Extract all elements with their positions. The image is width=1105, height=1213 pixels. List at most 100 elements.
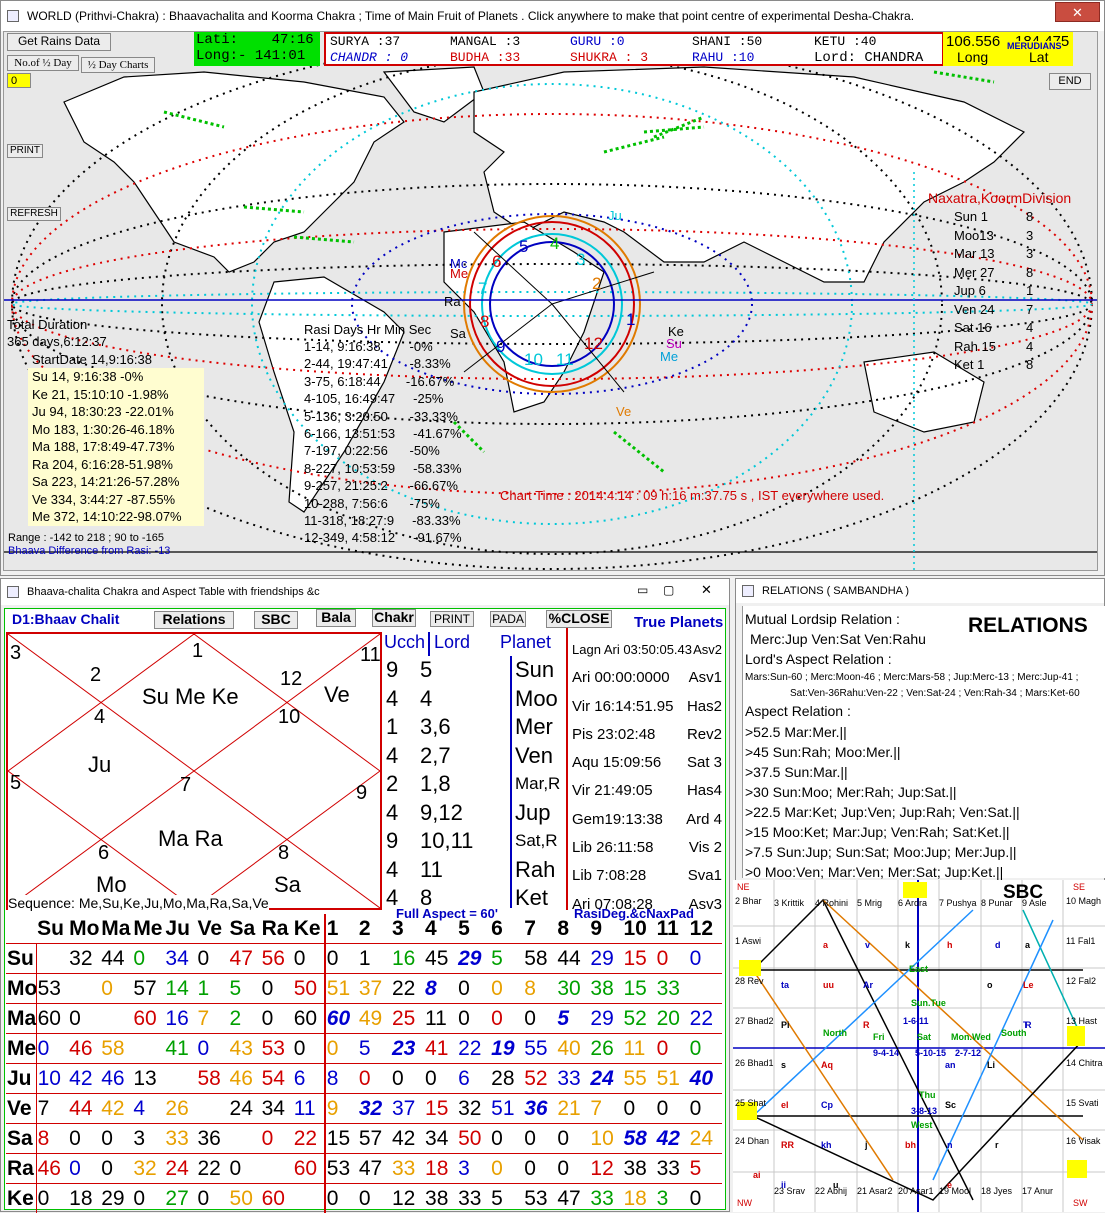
aspect-row-planet: Ra (6, 1153, 37, 1184)
rasi-cell: 33 (556, 1063, 590, 1094)
aspect-cell: 26 (164, 1093, 197, 1124)
naxatra-planet: Moo13 (954, 227, 994, 243)
naxatra-division: 3 (1026, 227, 1034, 243)
aspect-cell: 0 (35, 1183, 69, 1213)
rasi-cell: 58 (622, 1123, 656, 1154)
rasi-cell: 40 (688, 1063, 722, 1094)
rasi-col-header: 7 (524, 917, 536, 941)
rasi-cell: 18 (622, 1183, 656, 1213)
aspect-cell: 60 (292, 1153, 326, 1184)
chakr-button[interactable]: Chakr (372, 609, 416, 627)
sbc-inner-label: 1-6-11 (903, 1016, 929, 1026)
aspect-cell: 60 (292, 1003, 326, 1034)
rasi-cell: 34 (424, 1123, 458, 1154)
naxatra-planet: Ket 1 (954, 357, 985, 372)
period-row: Sa 223, 14:21:26-57.28% (32, 474, 180, 489)
rasi-cell: 52 (622, 1003, 656, 1034)
aspect-cell (292, 1183, 326, 1213)
refresh-button[interactable]: REFRESH (7, 207, 61, 221)
aspect-cell: 0 (260, 973, 293, 1004)
close-icon[interactable]: ✕ (701, 582, 712, 597)
merudians-label: MERUDIANS (1007, 41, 1062, 51)
rasi-cell: 45 (424, 943, 458, 974)
sbc-inner-label: 2-7-12 (955, 1048, 982, 1058)
rasi-cell: 0 (655, 1033, 689, 1064)
aspect-cell: 29 (100, 1183, 133, 1213)
aspect-relation-row: >37.5 Sun:Mar.|| (745, 764, 848, 780)
world-map[interactable]: 1 2 3 4 5 6 7 8 9 10 11 12 Mc Me Ra Sa K… (3, 31, 1098, 571)
sbc-letter: a (1025, 940, 1031, 950)
aspect-cell: 34 (164, 943, 197, 974)
relations-button[interactable]: Relations (154, 611, 234, 629)
house-10-planets: Ve (324, 682, 350, 707)
aspect-cell: 33 (164, 1123, 197, 1154)
rasi-cell: 32 (357, 1093, 391, 1124)
position-nax: Vis 2 (688, 839, 722, 857)
sbc-inner-label: 5-10-15 (915, 1048, 947, 1058)
aspect-cell (35, 943, 69, 974)
half-day-input[interactable]: 0 (7, 73, 31, 88)
sbc-letter: ai (753, 1170, 761, 1180)
maximize-icon[interactable]: ▢ (663, 583, 675, 597)
map-house-7: 7 (478, 279, 488, 298)
aspect-cell: 13 (132, 1063, 165, 1094)
sbc-inner-label: Fri (873, 1032, 885, 1042)
sbc-letter: Aq (821, 1060, 833, 1070)
rasi-col-header: 12 (689, 917, 713, 941)
sbc-letter: R (1025, 1020, 1032, 1030)
lord-value: 9,12 (420, 799, 463, 825)
sbc-inner-label: South (1001, 1028, 1027, 1038)
rasi-cell: 29 (457, 943, 491, 974)
start-date: StartDate 14,9:16:38 (32, 352, 152, 367)
pada-button[interactable]: PADA (490, 611, 526, 627)
planet-strip-item: BUDHA :33 (450, 50, 521, 65)
aspect-col-header: Sa (229, 917, 256, 941)
rasi-cell: 55 (523, 1033, 557, 1064)
world-window: WORLD (Prithvi-Chakra) : Bhaavachalita a… (0, 0, 1105, 576)
map-planet-ke: Ke (668, 324, 684, 339)
planet-strip-item: Lord: CHANDRA (814, 50, 924, 66)
rasi-cell: 0 (523, 1003, 557, 1034)
house-10: 10 (278, 706, 301, 728)
print-button[interactable]: PRINT (430, 611, 474, 627)
aspect-cell: 54 (260, 1063, 293, 1094)
rasi-cell: 0 (523, 1153, 557, 1184)
aspect-relation-row: >52.5 Mar:Mer.|| (745, 724, 847, 740)
half-day-charts-button[interactable]: ½ Day Charts (81, 57, 155, 73)
range-text: Range : -142 to 218 ; 90 to -165 (8, 532, 164, 544)
naxatra-division: 3 (1026, 246, 1034, 261)
sbc-letter: Pi (781, 1020, 790, 1030)
aspect-col-header: Ma (101, 917, 131, 941)
aspect-cell: 0 (132, 943, 165, 974)
lord-value: 1,8 (420, 771, 451, 796)
rasi-cell: 0 (490, 1123, 524, 1154)
aspect-cell: 24 (228, 1093, 261, 1124)
aspect-cell: 7 (35, 1093, 69, 1124)
position-nax: Sva1 (687, 867, 722, 885)
get-rains-button[interactable]: Get Rains Data (7, 33, 111, 51)
aspect-col-header: Ke (292, 914, 326, 944)
sbc-button[interactable]: SBC (254, 611, 298, 629)
rasi-col-header: 11 (656, 917, 679, 941)
sbc-inner-label: North (823, 1028, 847, 1038)
minimize-icon[interactable]: ▭ (637, 583, 649, 597)
close-button[interactable]: ✕ (1055, 2, 1100, 22)
sbc-letter: Sc (945, 1100, 957, 1110)
aspect-cell: 0 (68, 1153, 101, 1184)
position-nax: Asv1 (688, 669, 722, 687)
rasi-cell: 42 (655, 1123, 689, 1154)
aspect-cell: 50 (292, 973, 326, 1004)
close-percent-button[interactable]: %CLOSE (546, 610, 612, 628)
planet-name: Rah (515, 856, 556, 882)
end-button[interactable]: END (1049, 73, 1091, 90)
aspect-cell: 60 (260, 1183, 293, 1213)
bala-button[interactable]: Bala (316, 609, 356, 627)
print-button[interactable]: PRINT (7, 144, 43, 158)
naxatra-planet: Mer 27 (954, 264, 995, 280)
planet-name: Jup (515, 799, 551, 825)
